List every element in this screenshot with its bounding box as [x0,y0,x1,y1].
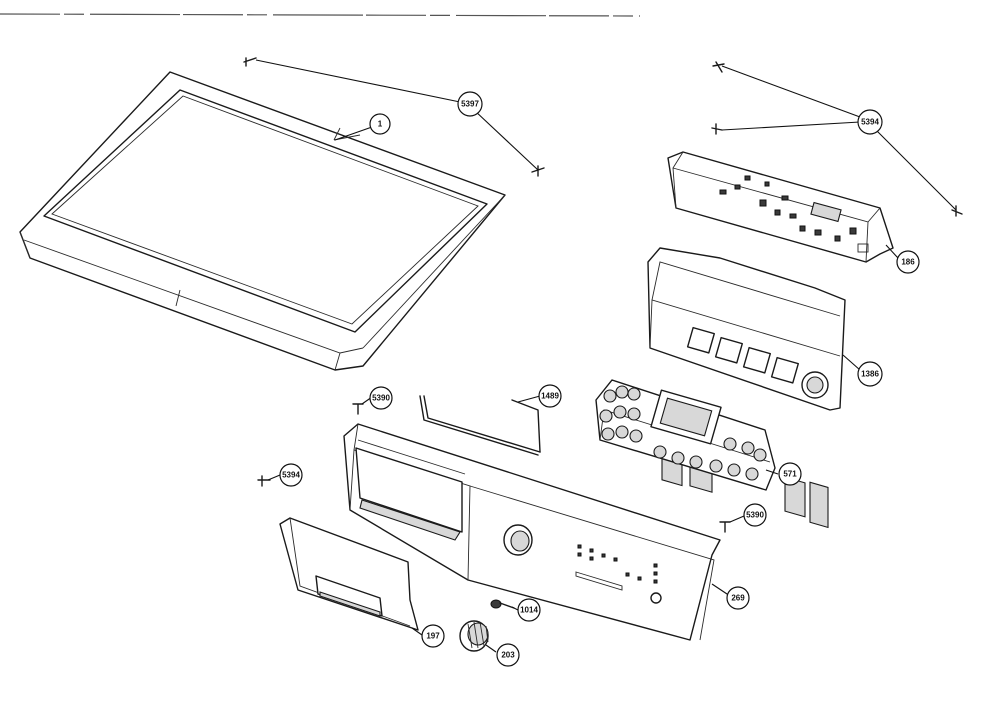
callout-5394-top: 5394 [857,109,883,135]
callout-5390-left: 5390 [369,386,393,410]
callout-571: 571 [778,462,802,486]
svg-text:203: 203 [501,651,515,660]
screw-5397-left [243,57,257,67]
svg-text:5390: 5390 [746,511,764,520]
scan-border-line [0,13,641,17]
rod-part [419,395,541,456]
screw-5390-left [352,403,364,415]
callout-1386: 1386 [857,361,883,387]
indicator-light-part [490,599,515,609]
screw-5397-right [531,165,545,177]
circuit-board-part [667,151,894,263]
control-housing-part [647,247,846,529]
callout-1489: 1489 [538,384,562,408]
control-panel-part [343,423,721,641]
callout-1014: 1014 [517,598,541,622]
svg-text:5397: 5397 [461,100,479,109]
knob-part [459,620,489,652]
svg-text:197: 197 [426,632,440,641]
callout-269: 269 [726,586,750,610]
screw-5394-b [711,123,723,135]
svg-text:5390: 5390 [372,394,390,403]
callout-5397: 5397 [457,91,483,117]
leader-lines [255,59,957,653]
svg-text:1489: 1489 [541,392,559,401]
svg-text:5394: 5394 [861,118,879,127]
svg-text:1014: 1014 [520,606,538,615]
svg-text:1386: 1386 [861,370,879,379]
svg-text:186: 186 [901,258,915,267]
callout-5390-right: 5390 [743,503,767,527]
screw-5394-left-part [257,475,271,487]
callout-186: 186 [896,250,920,274]
screw-5394-a [712,61,725,73]
screw-5390-right [719,521,731,533]
callout-197: 197 [421,624,445,648]
keypad-part [595,379,776,491]
svg-text:571: 571 [783,470,797,479]
svg-text:269: 269 [731,594,745,603]
svg-text:1: 1 [378,120,383,129]
callout-203: 203 [496,643,520,667]
screw-5394-c [951,205,963,217]
top-cover-part [19,71,506,371]
drawer-front-part [279,517,419,631]
callout-5394-left: 5394 [279,463,303,487]
svg-text:5394: 5394 [282,471,300,480]
callout-1: 1 [369,113,391,135]
